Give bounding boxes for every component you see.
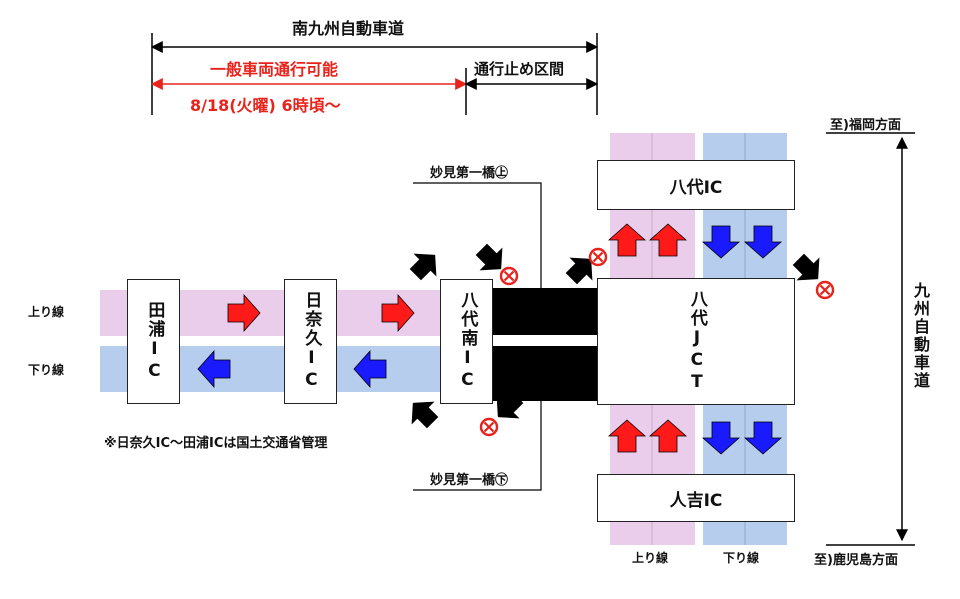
bridge-lower-label: 妙見第一橋㊦	[430, 473, 509, 488]
span-expressway	[150, 33, 599, 115]
bridge-lower-leader	[413, 400, 542, 491]
yatsushiro-ic-box: 八代IC	[597, 160, 795, 210]
yatsushiro-jct-box: 八代JCT	[597, 278, 795, 405]
yatsushiro-ic-label: 八代IC	[669, 177, 723, 198]
closed-bridge-upper	[493, 288, 598, 335]
south-direction-label: 至)鹿児島方面	[814, 553, 898, 568]
up-line-label: 上り線	[28, 305, 65, 319]
yatsushiro-minami-ic-box: 八代南IC	[440, 279, 493, 404]
no-entry-icon	[499, 266, 519, 286]
hinagu-ic-box: 日奈久IC	[284, 279, 337, 404]
expressway-title: 南九州自動車道	[292, 19, 405, 38]
no-entry-icon	[479, 417, 499, 437]
kyushu-expressway-name: 九州自動車道	[907, 276, 933, 396]
no-entry-icon	[588, 247, 608, 267]
closed-section-label: 通行止め区間	[474, 60, 565, 78]
yatsushiro-jct-label: 八代JCT	[686, 289, 707, 394]
open-section-label: 一般車両通行可能	[210, 60, 339, 79]
open-section-date: 8/18(火曜) 6時頃～	[190, 96, 341, 115]
closed-bridge-lower	[493, 346, 598, 401]
yatsushiro-minami-ic-label: 八代南IC	[457, 291, 478, 392]
kyushu-down-line-label: 下り線	[723, 551, 760, 565]
bridge-upper-leader	[413, 182, 542, 290]
hitoyoshi-ic-label: 人吉IC	[669, 490, 723, 511]
north-direction-label: 至)福岡方面	[830, 118, 901, 133]
bridge-upper-label: 妙見第一橋㊤	[430, 166, 509, 181]
down-line-label: 下り線	[28, 363, 65, 377]
taura-ic-box: 田浦IC	[127, 279, 180, 404]
span-closed-section	[464, 68, 599, 115]
kyushu-direction-span	[826, 132, 915, 546]
hitoyoshi-ic-box: 人吉IC	[597, 474, 795, 522]
black-arrow-icon	[402, 392, 444, 434]
kyushu-up-line-label: 上り線	[632, 551, 669, 565]
taura-ic-label: 田浦IC	[144, 300, 165, 383]
management-note: ※日奈久IC～田浦ICは国土交通省管理	[104, 436, 328, 451]
hinagu-ic-label: 日奈久IC	[301, 291, 322, 392]
no-entry-icon	[815, 280, 835, 300]
